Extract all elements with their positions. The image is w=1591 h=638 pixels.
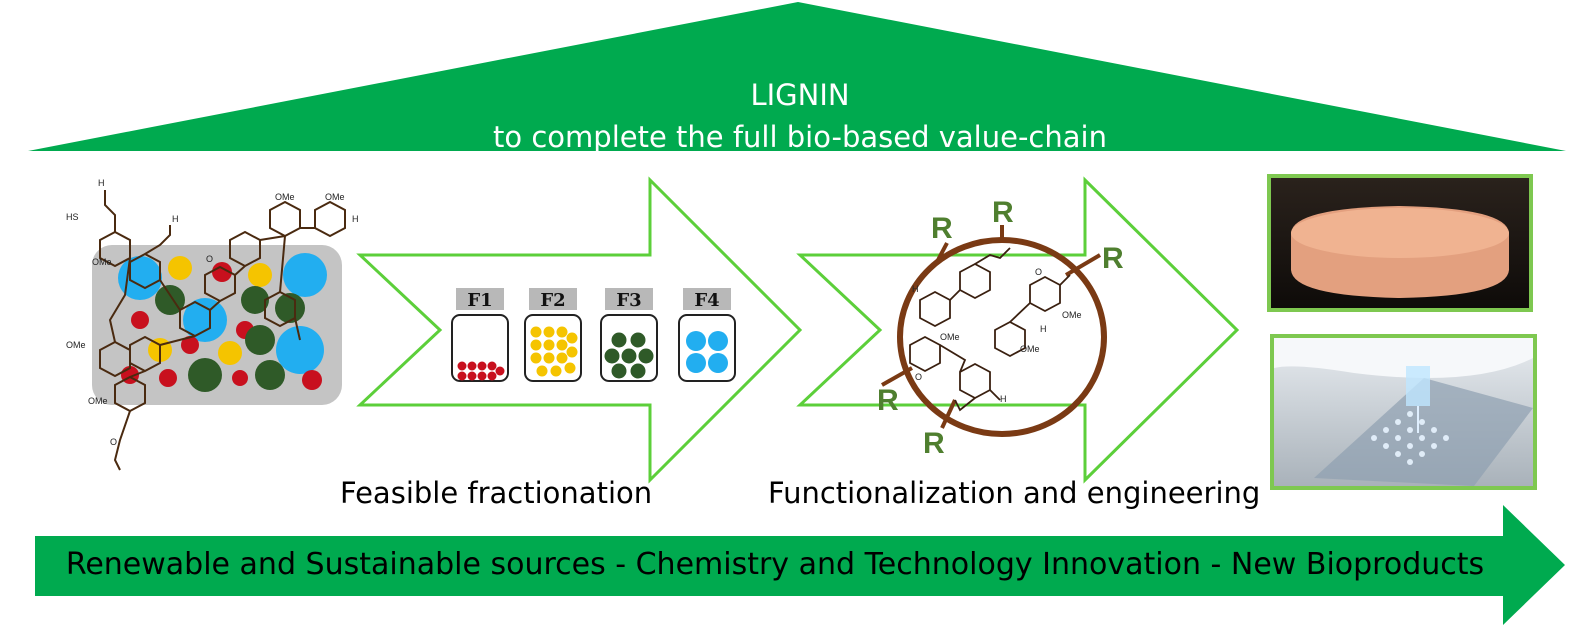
header-banner [28,2,1566,151]
lignin-bonds [99,190,346,471]
functionalized-lignin: OMe OMe OMe H H H O O R R R R R [877,196,1124,460]
vial-f2: F2 [524,288,582,382]
footer-arrow [35,505,1565,625]
fractionation-caption: Feasible fractionation [340,476,653,510]
svg-text:OMe: OMe [1020,344,1040,354]
r-group-label: R [1102,242,1124,275]
svg-text:H: H [912,284,919,294]
foam-disc-image [1271,178,1529,308]
svg-text:OMe: OMe [92,257,112,267]
r-group-label: R [931,212,953,245]
header-title: LIGNIN to complete the full bio-based va… [0,74,1591,158]
vial-f3: F3 [600,288,658,382]
vial-f3-label: F3 [616,290,641,311]
3d-printing-photo [1270,334,1537,490]
fraction-vials: F1 F2 F3 [451,288,736,382]
svg-text:OMe: OMe [88,396,108,406]
svg-text:OMe: OMe [66,340,86,350]
svg-text:OMe: OMe [1062,310,1082,320]
functionalization-caption: Functionalization and engineering [768,476,1261,510]
functionalization-arrow [796,176,1240,484]
svg-text:H: H [1000,394,1007,404]
svg-text:OMe: OMe [275,192,295,202]
header-triangle [28,2,1566,151]
header-title-line2: to complete the full bio-based value-cha… [493,120,1107,154]
vial-f1-label: F1 [467,290,492,311]
r-group-label: R [877,384,899,417]
svg-text:H: H [1040,324,1047,334]
r-group-labels: R R R R R [877,196,1124,460]
3d-printing-image [1274,338,1533,486]
lignin-atom-labels: OMe OMe OMe OMe OMe HS H H H O O [66,178,359,447]
svg-text:HS: HS [66,212,79,222]
inner-atom-labels: OMe OMe OMe H H H O O [912,267,1082,404]
foam-disc-photo [1267,174,1533,312]
header-title-line1: LIGNIN [750,78,850,112]
vial-f4-label: F4 [694,290,719,311]
footer-text: Renewable and Sustainable sources - Chem… [65,547,1485,582]
lignin-structure: OMe OMe OMe OMe OMe HS H H H O O [66,178,359,471]
svg-text:O: O [915,372,922,382]
r-group-label: R [992,196,1014,229]
svg-text:O: O [110,437,117,447]
svg-text:OMe: OMe [325,192,345,202]
inner-structure [909,247,1071,412]
svg-text:O: O [206,254,213,264]
svg-text:H: H [172,214,179,224]
vial-f1: F1 [451,288,509,382]
functionalized-ring [897,237,1107,437]
svg-text:OMe: OMe [940,332,960,342]
svg-text:O: O [1035,267,1042,277]
svg-text:H: H [352,214,359,224]
vial-f4: F4 [678,288,736,382]
svg-text:H: H [98,178,105,188]
mixed-particles [118,253,327,392]
vial-f2-label: F2 [540,290,565,311]
r-group-label: R [923,427,945,460]
